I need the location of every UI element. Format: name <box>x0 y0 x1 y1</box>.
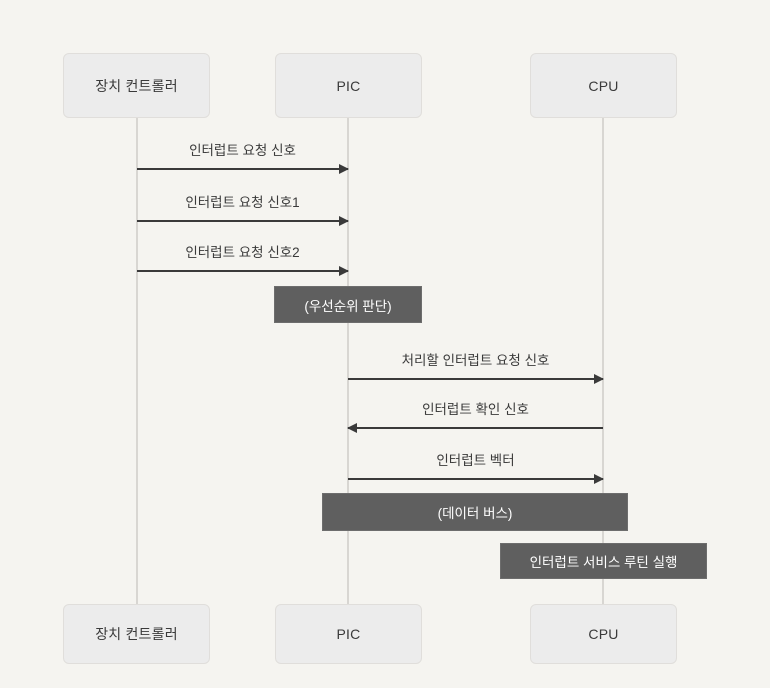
message-2-label: 인터럽트 요청 신호1 <box>185 195 300 210</box>
actor-box-cpu-bottom[interactable]: CPU <box>530 604 677 664</box>
actor-box-pic-bottom[interactable]: PIC <box>275 604 422 664</box>
message-4-line <box>348 378 603 380</box>
actor-box-pic-top[interactable]: PIC <box>275 53 422 118</box>
note-priority-label: (우선순위 판단) <box>304 298 392 314</box>
actor-box-device-controller-top[interactable]: 장치 컨트롤러 <box>63 53 210 118</box>
actor-label-device-controller-bottom: 장치 컨트롤러 <box>95 626 178 642</box>
actor-label-pic-top: PIC <box>336 77 361 94</box>
message-5-arrowhead-icon <box>347 423 357 433</box>
message-1-line <box>137 168 348 170</box>
note-service-routine: 인터럽트 서비스 루틴 실행 <box>500 543 707 579</box>
message-6-arrowhead-icon <box>594 474 604 484</box>
message-6-line <box>348 478 603 480</box>
message-1-arrowhead-icon <box>339 164 349 174</box>
note-priority: (우선순위 판단) <box>274 286 422 323</box>
note-data-bus-label: (데이터 버스) <box>437 506 513 521</box>
actor-box-cpu-top[interactable]: CPU <box>530 53 677 118</box>
actor-label-cpu-top: CPU <box>588 77 619 94</box>
message-6-label: 인터럽트 벡터 <box>436 453 515 468</box>
actor-label-device-controller-top: 장치 컨트롤러 <box>95 77 178 94</box>
message-5-label: 인터럽트 확인 신호 <box>422 402 529 417</box>
note-data-bus: (데이터 버스) <box>322 493 628 531</box>
message-4-label: 처리할 인터럽트 요청 신호 <box>401 353 550 368</box>
message-2-arrowhead-icon <box>339 216 349 226</box>
message-1-label: 인터럽트 요청 신호 <box>189 143 296 158</box>
message-4-arrowhead-icon <box>594 374 604 384</box>
message-2-line <box>137 220 348 222</box>
message-3-arrowhead-icon <box>339 266 349 276</box>
message-5-line <box>348 427 603 429</box>
message-3-line <box>137 270 348 272</box>
lifeline-pic <box>347 118 349 606</box>
lifeline-cpu <box>602 118 604 606</box>
actor-label-pic-bottom: PIC <box>336 626 361 642</box>
actor-box-device-controller-bottom[interactable]: 장치 컨트롤러 <box>63 604 210 664</box>
message-3-label: 인터럽트 요청 신호2 <box>185 245 300 260</box>
note-service-routine-label: 인터럽트 서비스 루틴 실행 <box>529 555 678 570</box>
actor-label-cpu-bottom: CPU <box>588 626 619 642</box>
lifeline-device-controller <box>136 118 138 606</box>
